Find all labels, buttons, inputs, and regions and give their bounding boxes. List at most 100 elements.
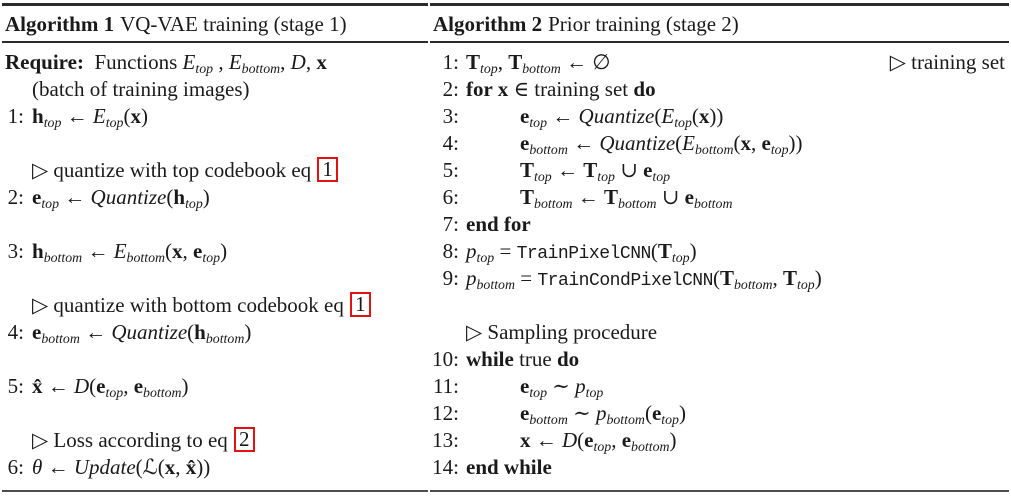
- mono-function: TrainCondPixelCNN: [537, 271, 713, 291]
- subscript: bottom: [43, 249, 83, 265]
- line-content: ▷ quantize with bottom codebook eq 1: [32, 292, 371, 318]
- math-var: p: [595, 401, 607, 425]
- text-run: ): [181, 374, 189, 398]
- math-var: Update: [73, 455, 136, 479]
- eqref-link[interactable]: 2: [234, 427, 255, 453]
- text-run: ,: [213, 50, 229, 74]
- eqref-link[interactable]: 1: [350, 292, 371, 318]
- pseudocode-line: 1:htop ← Etop(x): [2, 103, 428, 130]
- text-run: ←: [42, 455, 74, 479]
- line-content: Ttop ← Ttop ∪ etop: [466, 157, 670, 186]
- algorithm-2-title-label: Algorithm 2: [433, 12, 543, 36]
- blank-line: [2, 130, 428, 157]
- blank-line: [2, 400, 428, 427]
- math-vector: T: [604, 185, 619, 209]
- line-number: 4:: [7, 320, 24, 344]
- math-vector: T: [520, 158, 535, 182]
- keyword: while: [466, 347, 514, 371]
- line-number: 9:: [442, 266, 459, 290]
- line-content: while true do: [466, 346, 579, 372]
- math-var: D: [562, 428, 578, 452]
- math-vector: x: [520, 428, 531, 452]
- math-vector: e: [621, 428, 632, 452]
- math-var: E: [182, 50, 196, 74]
- line-number: 3:: [7, 239, 24, 263]
- line-content: x ← D(etop, ebottom): [466, 427, 677, 456]
- math-vector: e: [761, 131, 771, 155]
- subscript: bottom: [522, 60, 561, 76]
- pseudocode-line: 10:while true do: [430, 346, 1009, 373]
- math-var: Quantize: [90, 185, 167, 209]
- math-vector: T: [466, 50, 481, 74]
- text-run: ▷ quantize with top codebook eq: [32, 158, 317, 182]
- text-run: ,: [175, 455, 186, 479]
- math-vector: T: [508, 50, 523, 74]
- math-vector: h: [194, 320, 206, 344]
- subscript: top: [796, 276, 815, 292]
- line-number: 5:: [442, 158, 459, 182]
- line-right-comment: ▷ training set: [890, 49, 1009, 75]
- line-content: etop ← Quantize(Etop(x)): [466, 103, 723, 132]
- subscript: top: [593, 438, 612, 454]
- pseudocode-line: 7: end for: [430, 211, 1009, 238]
- line-number: 11:: [432, 374, 459, 398]
- line-content: end while: [466, 454, 552, 480]
- math-vector: e: [643, 158, 653, 182]
- algorithm-1-title-text: VQ-VAE training (stage 1): [120, 12, 347, 36]
- text-run: ▷ Sampling procedure: [466, 320, 658, 344]
- text-run: (: [712, 266, 720, 290]
- math-var: θ: [32, 455, 43, 479]
- math-vector: x: [316, 50, 327, 74]
- line-number: 7:: [442, 212, 459, 236]
- subscript: bottom: [733, 276, 773, 292]
- eqref-link[interactable]: 1: [317, 157, 338, 183]
- subscript: top: [480, 60, 498, 76]
- subscript: bottom: [606, 411, 645, 427]
- text-run: (: [691, 104, 699, 128]
- text-run: ,: [497, 50, 509, 74]
- math-var: E: [113, 239, 127, 263]
- text-run: ): [678, 401, 686, 425]
- math-vector: T: [583, 158, 598, 182]
- math-vector: T: [782, 266, 797, 290]
- text-run: (: [166, 185, 174, 209]
- pseudocode-line: 5:x̂ ← D(etop, ebottom): [2, 373, 428, 400]
- line-content: (batch of training images): [2, 76, 250, 102]
- line-content: pbottom = TrainCondPixelCNN(Tbottom, Tto…: [466, 265, 822, 294]
- pseudocode-line: Require: Functions Etop , Ebottom, D, x: [2, 49, 428, 76]
- text-run: ,: [280, 50, 291, 74]
- text-run: (batch of training images): [32, 77, 250, 101]
- subscript: top: [185, 195, 203, 211]
- math-vector: x̂: [32, 374, 43, 398]
- pseudocode-line: 11: etop ∼ ptop: [430, 373, 1009, 400]
- subscript: top: [43, 114, 62, 130]
- text-run: (: [577, 428, 585, 452]
- subscript: bottom: [41, 330, 80, 346]
- line-content: θ ← Update(ℒ(x, x̂)): [32, 454, 210, 480]
- text-run: ←: [42, 374, 74, 398]
- text-run: ): [689, 239, 697, 263]
- line-content: ebottom ← Quantize(Ebottom(x, etop)): [466, 130, 803, 159]
- subscript: top: [661, 411, 679, 427]
- pseudocode-line: 1:Ttop, Tbottom ← ∅▷ training set: [430, 49, 1009, 76]
- math-vector: x: [164, 455, 176, 479]
- text-run: (: [654, 104, 662, 128]
- text-run: (: [89, 374, 97, 398]
- subscript: bottom: [694, 141, 734, 157]
- math-var: E: [92, 104, 106, 128]
- line-number: 3:: [442, 104, 459, 128]
- pseudocode-line: 8:ptop = TrainPixelCNN(Ttop): [430, 238, 1009, 265]
- pseudocode-line: (batch of training images): [2, 76, 428, 103]
- line-content: end for: [466, 211, 531, 237]
- text-run: Functions: [83, 50, 183, 74]
- text-run: (: [644, 401, 652, 425]
- line-content: etop ∼ ptop: [466, 373, 603, 402]
- text-run: ,: [182, 239, 194, 263]
- text-run: (: [135, 455, 143, 479]
- keyword: end for: [466, 212, 531, 236]
- keyword: end while: [466, 455, 552, 479]
- text-run: ,: [305, 50, 317, 74]
